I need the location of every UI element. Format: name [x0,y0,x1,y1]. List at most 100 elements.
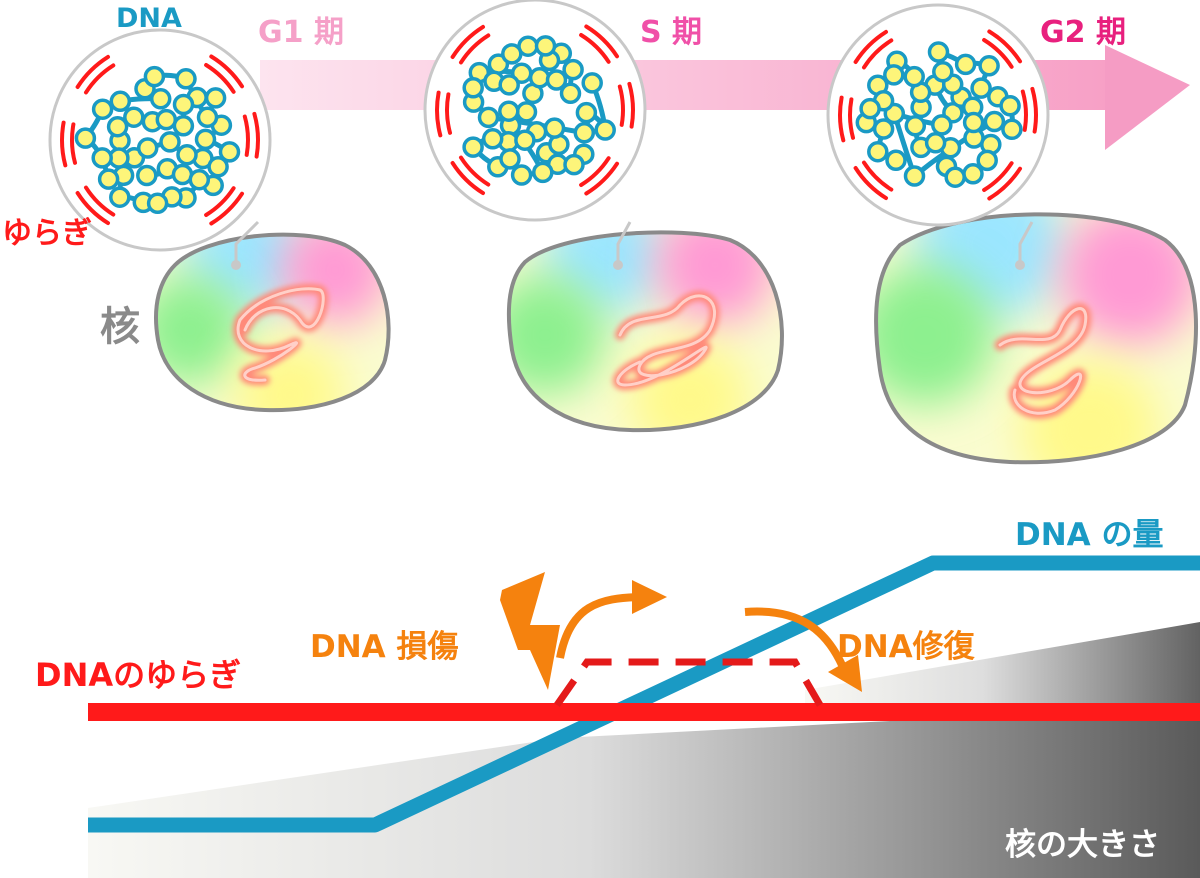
nucleosome [510,164,533,186]
fluctuation-arc [627,81,635,129]
nucleosome [175,68,197,90]
nucleosome [498,74,520,96]
dna-zoom-circle-g1 [48,28,272,252]
fluctuation-arc [459,155,491,187]
nucleosome [172,93,195,116]
nucleus-size-area [88,622,1200,878]
fluctuation-arc [70,122,77,165]
fluctuation-marks [838,29,1038,201]
fluctuation-arc [435,90,443,138]
nucleosome [944,166,966,188]
nucleosome [970,77,992,99]
nucleosome [903,65,925,88]
nucleosome [581,72,603,94]
nucleosome [499,148,521,170]
nucleosome [573,122,596,144]
fluctuation-arc [450,24,485,59]
nucleosome [962,111,985,134]
nucleosome [462,77,484,99]
nucleosome [924,132,947,154]
nucleosome [481,128,504,150]
phase-label-g2: G2 期 [1040,15,1126,50]
nucleosome [514,129,536,151]
dna-damage-label: DNA 損傷 [310,629,458,665]
nucleosome [510,62,533,84]
nucleosome [543,117,566,139]
nucleosome [594,119,616,141]
fluctuation-arc [584,161,619,196]
phase-label-g1: G1 期 [258,15,344,50]
damage-arrow-head [632,580,667,614]
nucleosome [146,192,169,215]
fluctuation-marks [60,54,260,226]
nucleosome [74,127,97,149]
fluctuation-arc [848,97,855,140]
nucleosome [97,168,120,190]
fluctuation-arc [75,54,110,89]
nucleosome [109,186,131,208]
nucleus-label: 核 [100,304,140,350]
fluctuation-arc [459,33,491,65]
fluctuation-arc [1030,86,1038,134]
nucleosome [883,64,905,86]
nucleosome [159,131,181,153]
nucleosome [563,153,585,176]
nucleosome [528,66,551,89]
dna-zoom-circle-s [423,0,647,222]
phase-label-s: S 期 [640,15,702,50]
nucleosome [207,156,229,178]
dna-fluctuation-raised-line [554,658,824,708]
nucleosome [932,61,954,83]
fluctuation-arc [982,38,1014,69]
nucleosome [867,140,889,163]
nucleosome [498,100,520,122]
nucleosome [176,143,198,166]
nucleosome [931,114,953,136]
damage-arrow [556,593,641,659]
nucleus-g2 [874,212,1199,465]
nucleosome [106,115,129,138]
nucleosome [983,110,1006,133]
fluctuation-arc [987,29,1022,64]
fluctuation-arc [204,186,236,217]
nucleosome [155,108,178,131]
nucleosome [534,35,557,57]
nucleosome [885,149,907,172]
dna-repair-label: DNA修復 [837,629,976,665]
fluctuation-arc [862,160,894,192]
fluctuation-arc [579,156,611,187]
fluctuation-arc [853,29,888,64]
fluctuation-arc [1020,89,1028,132]
nucleosome [545,69,568,91]
nucleosome [999,95,1021,117]
fluctuation-arc [838,95,846,143]
nucleosome [194,128,217,151]
nucleosome [188,168,211,191]
nucleosome [172,115,195,137]
nucleosome [149,88,172,110]
phase-arrow [260,45,1190,150]
fluctuation-arc [982,161,1014,192]
nucleosome [136,137,159,159]
nucleosome [559,82,582,105]
fluctuation-arc [242,114,250,157]
nucleosome [143,65,166,88]
fluctuation-arc [987,166,1022,201]
fluctuation-arc [209,54,244,89]
fluctuation-arc [84,185,116,217]
nucleosome [1001,118,1023,141]
fluctuation-arc [445,92,452,135]
nucleosome [575,101,598,124]
nucleosome [859,97,881,120]
nucleosome [91,147,113,169]
nucleosome [136,164,158,187]
fluctuation-label: ゆらぎ [2,216,92,251]
nucleosome [903,165,926,187]
dna-chromatin [74,65,241,215]
fluctuation-arc [584,24,619,59]
nucleosome [562,58,584,81]
nucleosome [109,90,132,113]
dna-chromatin [855,41,1023,188]
nucleosome [204,87,227,109]
